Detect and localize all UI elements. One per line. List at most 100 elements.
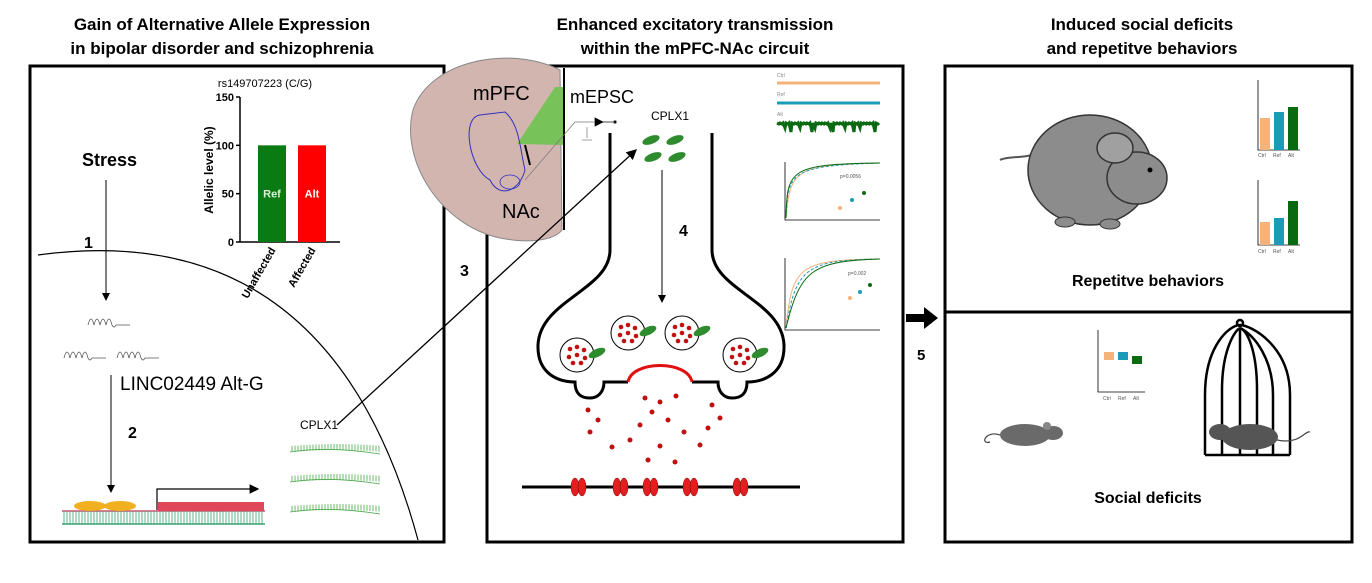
brain-section-icon	[410, 57, 565, 242]
step-5-label: 5	[917, 347, 925, 364]
cumulative-amplitude-plot: p=0.002	[784, 258, 881, 331]
neurotransmitter-dot	[637, 422, 643, 428]
cumulative-interval-plot: p=0.0056	[784, 162, 881, 221]
neurotransmitter-dot	[645, 457, 651, 463]
social-label-alt: Alt	[1133, 396, 1139, 402]
y-tick-label: 100	[216, 140, 234, 152]
receptor	[739, 477, 749, 497]
vesicle	[722, 337, 769, 373]
mouse-caged-icon	[1209, 424, 1311, 450]
panel2-title-line1: Enhanced excitatory transmission	[557, 15, 834, 34]
bury-label-ref: Ref	[1273, 249, 1281, 255]
cage-icon	[1203, 318, 1292, 457]
social-preference-plot: Ctrl Ref Alt	[1097, 330, 1145, 402]
vesicle	[559, 337, 606, 373]
cplx1-gene-label: CPLX1	[300, 418, 338, 432]
bar-label: Ref	[263, 189, 281, 201]
bury-label-alt: Alt	[1288, 249, 1294, 255]
neurotransmitter-dot	[649, 409, 655, 415]
receptors-icon	[570, 477, 749, 497]
mrna-strand	[289, 509, 381, 515]
y-tick-label: 50	[222, 189, 234, 201]
cplx1-protein-label: CPLX1	[651, 109, 689, 123]
electrode-icon	[524, 117, 617, 181]
neurotransmitter-dot	[672, 459, 678, 465]
neurotransmitter-dot	[681, 429, 687, 435]
bar-affected	[298, 145, 326, 242]
receptor	[689, 477, 699, 497]
panel2-title-line2: within the mPFC-NAc circuit	[580, 39, 810, 58]
mepsc-label: mEPSC	[570, 87, 634, 107]
p-value-amplitude: p=0.002	[848, 271, 866, 277]
mrna-icon	[289, 444, 381, 515]
step-1-label: 1	[84, 235, 93, 252]
grooming-time-bar-chart: Ctrl Ref Alt	[1257, 80, 1300, 159]
cell-membrane	[37, 250, 419, 541]
neurotransmitter-dot	[585, 407, 591, 413]
stress-label: Stress	[82, 150, 137, 170]
x-tick-label: Affected	[286, 246, 318, 290]
social-label-ctrl: Ctrl	[1103, 396, 1111, 402]
bar-label: Alt	[305, 189, 320, 201]
step-3-label: 3	[460, 263, 469, 280]
mrna-strand	[289, 449, 381, 455]
mrna-bases	[291, 504, 380, 512]
neurotransmitter-dot	[717, 415, 723, 421]
mrna-bases	[291, 474, 380, 482]
social-label-ref: Ref	[1118, 396, 1126, 402]
social-deficits-label: Social deficits	[1094, 490, 1202, 507]
vesicle	[610, 315, 657, 351]
neurotransmitter-dot	[627, 437, 633, 443]
neurotransmitter-dot	[697, 442, 703, 448]
neurotransmitter-dot	[705, 425, 711, 431]
mpfc-label: mPFC	[473, 83, 530, 105]
repetitive-behaviors-label: Repetitve behaviors	[1072, 273, 1224, 290]
step-4-label: 4	[679, 223, 688, 240]
step-2-label: 2	[128, 425, 137, 442]
nac-label: NAc	[502, 201, 540, 223]
arrow-3	[336, 149, 637, 426]
arrow-5	[906, 307, 938, 329]
panel1-title-line1: Gain of Alternative Allele Expression	[74, 15, 370, 34]
groom-label-ref: Ref	[1273, 153, 1281, 159]
cplx1-protein-icon	[642, 135, 686, 162]
receptor	[649, 477, 659, 497]
neurotransmitter-dot	[709, 402, 715, 408]
panel1-title-line2: in bipolar disorder and schizophrenia	[70, 39, 374, 58]
neurotransmitter-dot	[595, 417, 601, 423]
neurotransmitter-dot	[657, 399, 663, 405]
neurotransmitter-dot	[587, 429, 593, 435]
mrna-strand	[289, 479, 381, 485]
bury-label-ctrl: Ctrl	[1258, 249, 1266, 255]
panel3-box	[943, 64, 1354, 544]
presynaptic-terminal	[536, 133, 786, 400]
allelic-level-chart: rs149707223 (C/G) Allelic level (%) 0501…	[202, 78, 340, 301]
panel2-box	[485, 64, 905, 544]
bar-unaffected	[258, 145, 286, 242]
groom-label-ctrl: Ctrl	[1258, 153, 1266, 159]
dna-icon	[62, 484, 265, 525]
panel3-title-line1: Induced social deficits	[1051, 15, 1233, 34]
panel3-title-line2: and repetitve behaviors	[1047, 39, 1238, 58]
chart-title: rs149707223 (C/G)	[218, 78, 312, 90]
panel1-box	[28, 64, 446, 544]
neurotransmitter-dot	[609, 444, 615, 450]
burying-bar-chart: Ctrl Ref Alt	[1257, 180, 1300, 255]
mouse-small-icon	[984, 422, 1063, 446]
mouse-large-icon	[999, 114, 1168, 230]
lncrna-label: LINC02449 Alt-G	[120, 374, 264, 395]
trace-label-ctrl: Ctrl	[777, 73, 785, 79]
receptor	[577, 477, 587, 497]
neurotransmitter-dot	[642, 395, 648, 401]
mepsc-traces: Ctrl Ref Alt	[776, 73, 881, 134]
trace-label-ref: Ref	[777, 92, 785, 98]
released-neurotransmitter	[585, 393, 723, 465]
y-tick-label: 150	[216, 92, 234, 104]
groom-label-alt: Alt	[1288, 153, 1294, 159]
neurotransmitter-dot	[657, 443, 663, 449]
mrna-bases	[291, 444, 380, 452]
y-tick-label: 0	[228, 237, 234, 249]
neurotransmitter-dot	[665, 417, 671, 423]
synaptic-vesicles	[559, 315, 769, 373]
